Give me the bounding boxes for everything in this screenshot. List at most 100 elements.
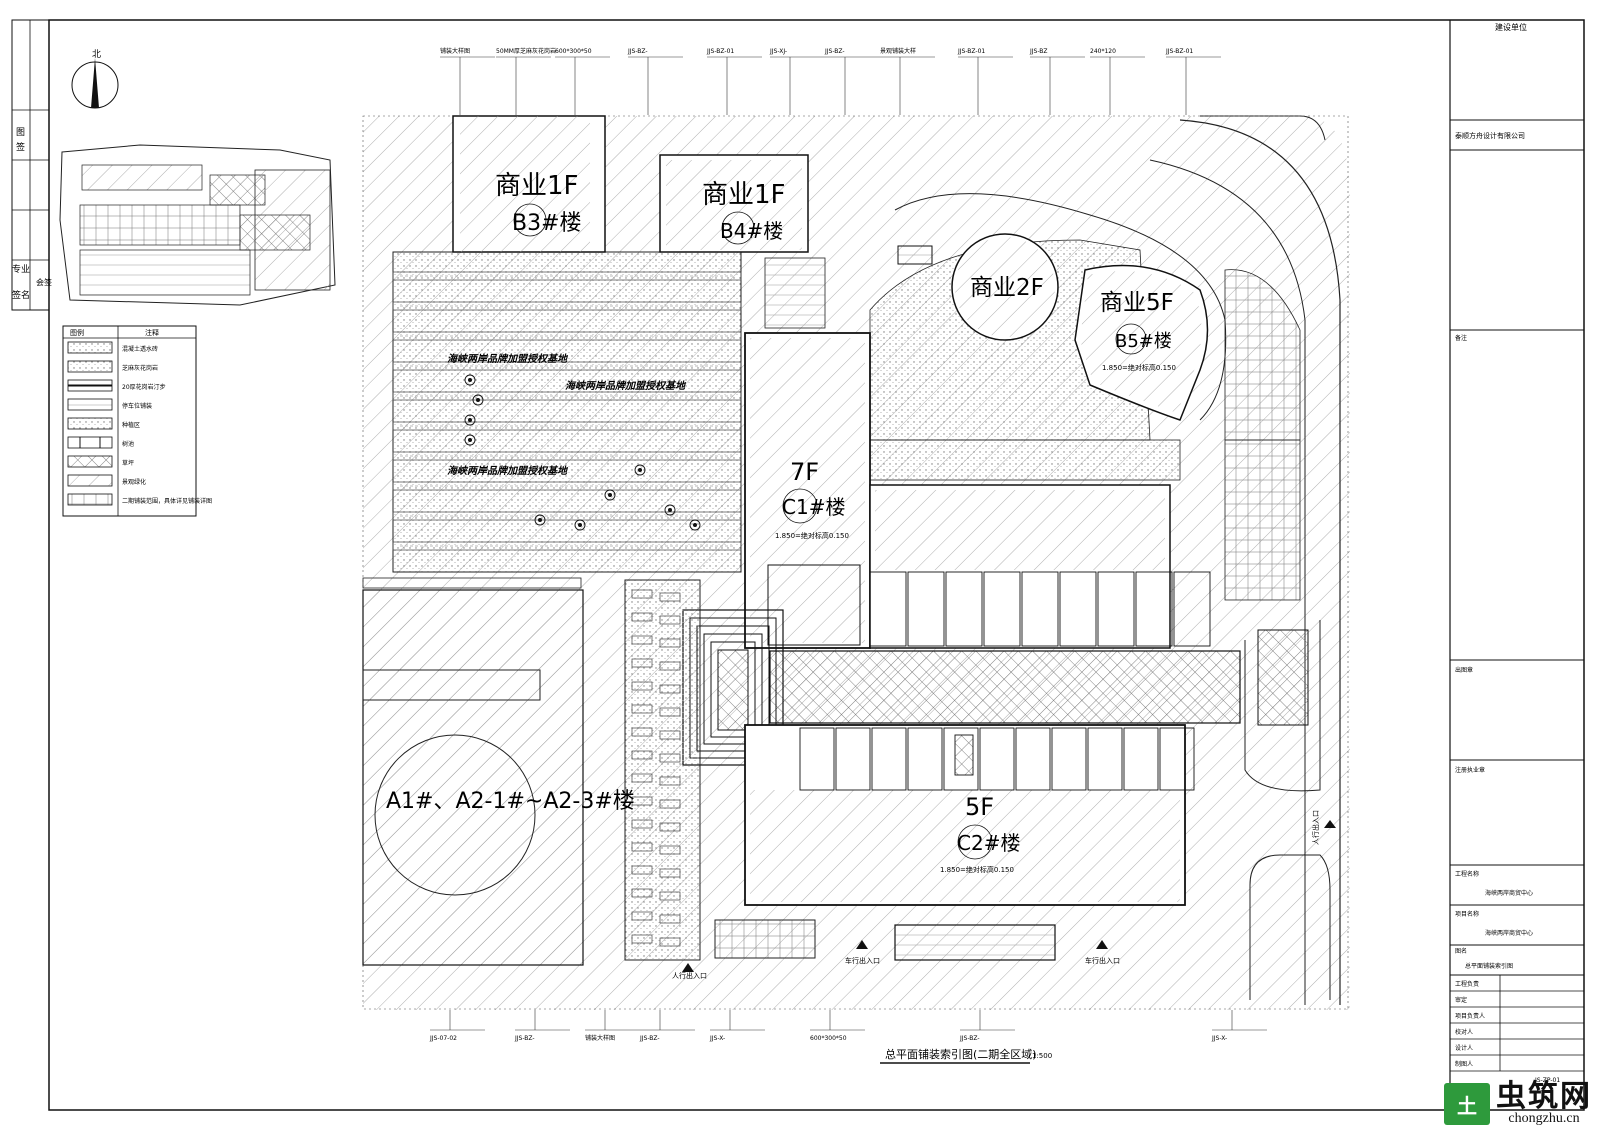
legend-swatch [67,398,113,411]
sign-row-label: 校对人 [1455,1028,1473,1036]
watermark: 土 虫筑网 chongzhu.cn [1444,1082,1592,1126]
sign-row-label: 项目负责人 [1455,1012,1485,1020]
b2-use-label: 商业2F [970,275,1044,301]
b3-code-label: B3#楼 [512,211,582,236]
sign-row-label: 工程负责 [1455,980,1479,988]
top-callout-label: 50MM厚芝麻灰花岗岩 [496,47,556,55]
legend-item-label: 二期铺装范围，具体详见铺装详图 [122,497,212,505]
key-plan [59,144,336,306]
bottom-callout-label: JJS-07-02 [429,1035,457,1042]
top-callout-label: 景观铺装大样 [880,47,916,55]
sign-row-label: 设计人 [1455,1044,1473,1052]
legend-swatch [67,493,113,506]
left-strip-label: 签 [16,141,25,153]
reg-seal-label: 注册执业章 [1455,766,1485,774]
legend-swatch [67,455,113,468]
b5-use-label: 商业5F [1100,290,1174,316]
legend-item-label: 芝麻灰花岗岩 [122,364,158,372]
bottom-callout-label: 铺装大样图 [585,1034,615,1042]
drawing-number: JS-ZP-01 [1534,1077,1560,1084]
top-callout-label: 240*120 [1090,48,1116,55]
c1-floors-label: 7F [790,458,819,486]
legend-item-label: 停车位铺装 [122,402,152,410]
legend-swatch [67,417,113,430]
legend-item-label: 20厚花岗岩汀步 [122,383,166,391]
legend-header-desc: 注释 [145,328,159,337]
legend-swatch [67,360,113,373]
top-callout-label: JJS-BZ- [627,48,648,55]
drawing-title: 总平面铺装索引图(二期全区域) [885,1047,1037,1061]
left-strip-label: 图 [16,127,25,138]
b3-use-label: 商业1F [495,171,579,201]
north-arrow-icon: 北 [71,49,119,109]
c1-code-label: C1#楼 [782,495,845,519]
seal-label: 出图章 [1455,666,1473,674]
outer-frame [48,19,1585,1111]
bottom-callout-label: JJS-X- [1211,1035,1227,1042]
top-callout-label: JJS-BZ [1029,48,1048,55]
b5-code-label: B5#楼 [1115,331,1172,352]
c1-elevation: 1.850=绝对标高0.150 [775,531,849,540]
drawing-scale: 1:500 [1032,1052,1052,1060]
notes-label: 备注 [1455,334,1467,342]
bottom-callout-label: JJS-BZ- [959,1035,980,1042]
watermark-logo-icon: 土 [1444,1083,1490,1125]
construction-unit-label: 建设单位 [1495,22,1527,32]
sub-project: 海峡两岸商贸中心 [1485,929,1533,937]
top-callout-label: JJS-XJ- [769,48,787,55]
entrance-markers: 人行出入口 车行出入口 车行出入口 人行出入口 [672,810,1336,980]
c2-code-label: C2#楼 [957,831,1020,855]
title-block: 建设单位 泰顺方舟设计有限公司 备注 出图章 注册执业章 工程名称 海峡两岸商贸… [1450,22,1584,1084]
plan-area [362,115,1350,1010]
legend-item-label: 种植区 [122,421,140,429]
plaza-text-2: 海峡两岸品牌加盟授权基地 [565,380,687,392]
legend-swatch [67,341,113,354]
building-labels: 商业1F B3#楼 商业1F B4#楼 商业2F 商业5F B5#楼 1.850… [386,171,1176,874]
sign-row-label: 审定 [1455,996,1467,1004]
building-a [362,589,584,966]
central-corridor [769,650,1241,724]
legend-item-label: 树池 [122,440,134,448]
legend-item-label: 景观绿化 [122,478,146,486]
legend-item-label: 草坪 [122,459,134,467]
sign-row-label: 制图人 [1455,1060,1473,1068]
b5-elevation: 1.850=绝对标高0.150 [1102,363,1176,372]
legend-swatch [67,474,113,487]
sub-project-label: 项目名称 [1455,910,1479,918]
top-callout-label: JJS-BZ-01 [1165,48,1193,55]
legend-item-label: 混凝土透水砖 [122,345,158,353]
b4-code-label: B4#楼 [720,219,783,243]
drawing-name: 总平面铺装索引图 [1465,962,1513,970]
a-buildings-label: A1#、A2-1#~A2-3#楼 [386,789,635,814]
left-strip-label: 签名 [12,289,30,301]
entrance-label: 车行出入口 [1085,956,1120,965]
c2-floors-label: 5F [965,793,994,821]
entrance-label: 人行出入口 [1311,810,1320,845]
svg-text:北: 北 [92,49,101,60]
legend-header-symbol: 图例 [70,328,84,337]
plaza-text-1: 海峡两岸品牌加盟授权基地 [447,353,569,365]
watermark-name: 虫筑网 [1496,1079,1592,1114]
bottom-callout-label: JJS-BZ- [514,1035,535,1042]
project-name-label: 工程名称 [1455,870,1479,878]
left-sign-strip [11,19,50,311]
bottom-callout-label: JJS-X- [709,1035,725,1042]
top-callout-label: JJS-BZ-01 [706,48,734,55]
top-callout-label: 铺装大样图 [440,47,470,55]
bottom-callout-label: JJS-BZ- [639,1035,660,1042]
project-name: 海峡两岸商贸中心 [1485,889,1533,897]
top-callout-label: JJS-BZ- [824,48,845,55]
top-callout-label: 600*300*50 [555,48,592,55]
left-strip-label: 专业 [12,263,30,275]
left-strip-label: 会签 [36,277,52,287]
design-company: 泰顺方舟设计有限公司 [1455,131,1525,140]
entrance-label: 车行出入口 [845,956,880,965]
drawing-name-label: 图名 [1455,947,1467,955]
watermark-url: chongzhu.cn [1508,1111,1580,1126]
b4-use-label: 商业1F [702,180,786,210]
